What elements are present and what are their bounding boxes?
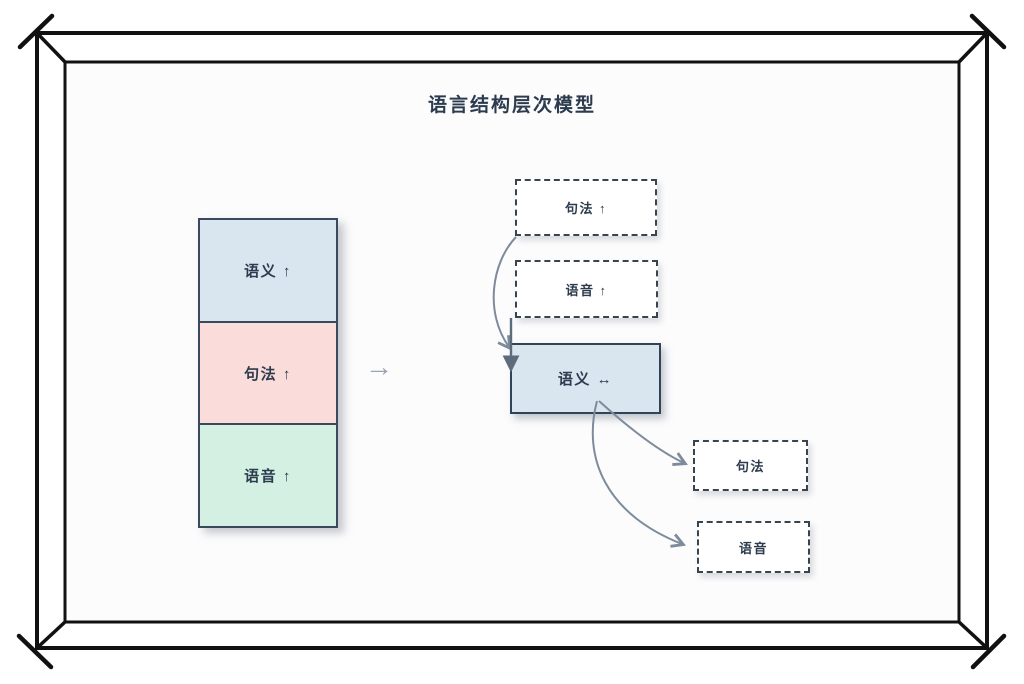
frame-corner-slash-bl: [16, 633, 54, 670]
flow-box-syntax-bottom-label: 句法: [735, 459, 765, 474]
frame-corner-slash-tr: [969, 13, 1007, 50]
flow-box-phonetics-bottom: 语音: [697, 521, 810, 573]
frame-corner-diagonal-tr: [957, 31, 989, 64]
stack-cell-semantics-label: 语义 ↑: [244, 262, 292, 280]
stack-cell-phonetics: 语音 ↑: [200, 423, 336, 527]
stack-cell-syntax: 句法 ↑: [200, 320, 336, 424]
flow-box-phonetics-top-label: 语音 ↑: [565, 282, 608, 298]
frame-corner-slash-tl: [17, 13, 55, 50]
right-arrow-icon: →: [365, 351, 393, 382]
flow-box-syntax-top-label: 句法 ↑: [564, 201, 608, 216]
flow-box-semantics-center-label: 语义 ↔: [557, 371, 614, 388]
flow-box-syntax-top: 句法 ↑: [515, 179, 657, 236]
stack-cell-semantics: 语义 ↑: [200, 220, 336, 321]
stack-cell-phonetics-label: 语音 ↑: [244, 468, 292, 486]
frame-corner-slash-br: [970, 633, 1007, 670]
flow-box-phonetics-bottom-label: 语音: [738, 540, 768, 556]
flow-box-syntax-bottom: 句法: [693, 440, 808, 491]
hierarchy-stack: 语义 ↑ 句法 ↑ 语音 ↑: [198, 218, 338, 528]
stack-cell-syntax-label: 句法 ↑: [244, 365, 292, 383]
frame-corner-diagonal-br: [957, 620, 989, 650]
frame-corner-diagonal-bl: [35, 620, 67, 650]
flow-box-phonetics-top: 语音 ↑: [515, 260, 658, 318]
page-title: 语言结构层次模型: [427, 95, 596, 116]
frame-corner-diagonal-tl: [35, 31, 67, 64]
flow-box-semantics-center: 语义 ↔: [510, 343, 661, 414]
